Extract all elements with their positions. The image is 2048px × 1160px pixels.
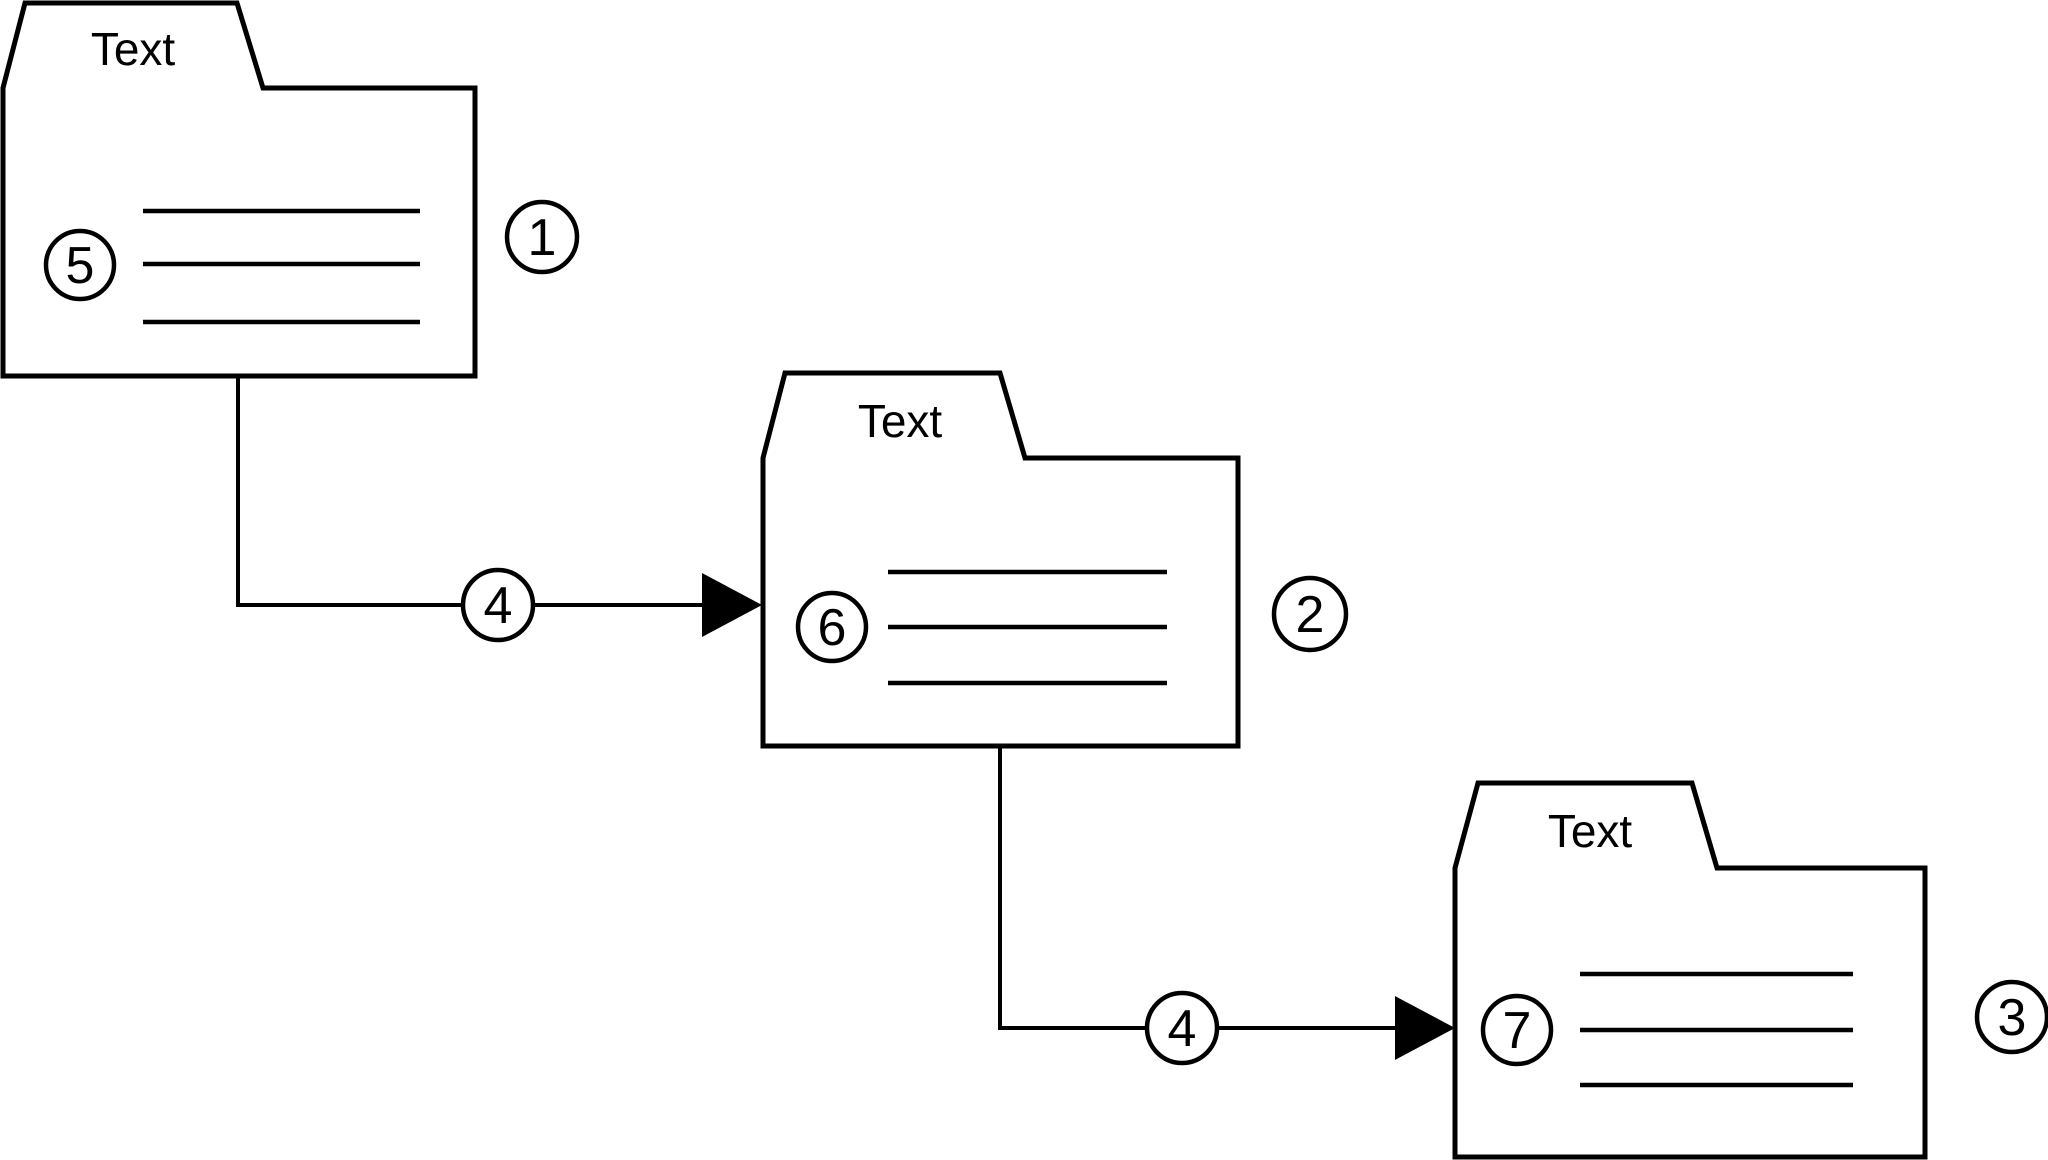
folder-shape-2[interactable]: Text 6 [760,370,1241,749]
folder-1-content-marker: 5 [66,237,95,295]
folder-1-outline [0,0,478,379]
connector-2-arrowhead [1395,996,1455,1060]
folder-shape-3[interactable]: Text 7 [1452,780,1928,1160]
folder-shape-1[interactable]: Text 5 [0,0,478,379]
folder-2-outline [760,370,1241,749]
folder-3-content-marker: 7 [1503,1002,1532,1060]
connector-2[interactable]: 4 [998,746,1455,1066]
folder-1-ref-badge-circle [504,199,580,275]
folder-1-content-marker-circle [43,228,117,302]
connector-1-elbow-line [236,376,745,607]
folder-3-outline [1452,780,1928,1160]
connector-2-label: 4 [1168,1000,1197,1058]
folder-3-ref-badge[interactable]: 3 [1974,979,2048,1055]
folder-1-tab-label[interactable]: Text [91,23,176,75]
folder-3-content-marker-circle [1480,993,1554,1067]
folder-3-tab-label[interactable]: Text [1548,805,1633,857]
folder-2-ref-badge-number: 2 [1296,586,1325,644]
folder-3-ref-badge-circle [1974,979,2048,1055]
folder-1-ref-badge-number: 1 [528,209,557,267]
folder-2-content-marker-circle [795,590,869,664]
connector-1-arrowhead [702,573,762,637]
connector-2-label-circle [1144,990,1220,1066]
folder-2-content-marker: 6 [818,599,847,657]
folder-2-tab-label[interactable]: Text [858,395,943,447]
connector-2-elbow-line [998,746,1438,1030]
folder-1-ref-badge[interactable]: 1 [504,199,580,275]
folder-3-ref-badge-number: 3 [1998,989,2027,1047]
folder-2-ref-badge[interactable]: 2 [1271,575,1349,653]
folder-2-ref-badge-circle [1271,575,1349,653]
connector-1-label: 4 [484,577,513,635]
connector-1[interactable]: 4 [236,376,762,643]
connector-1-label-circle [460,567,536,643]
